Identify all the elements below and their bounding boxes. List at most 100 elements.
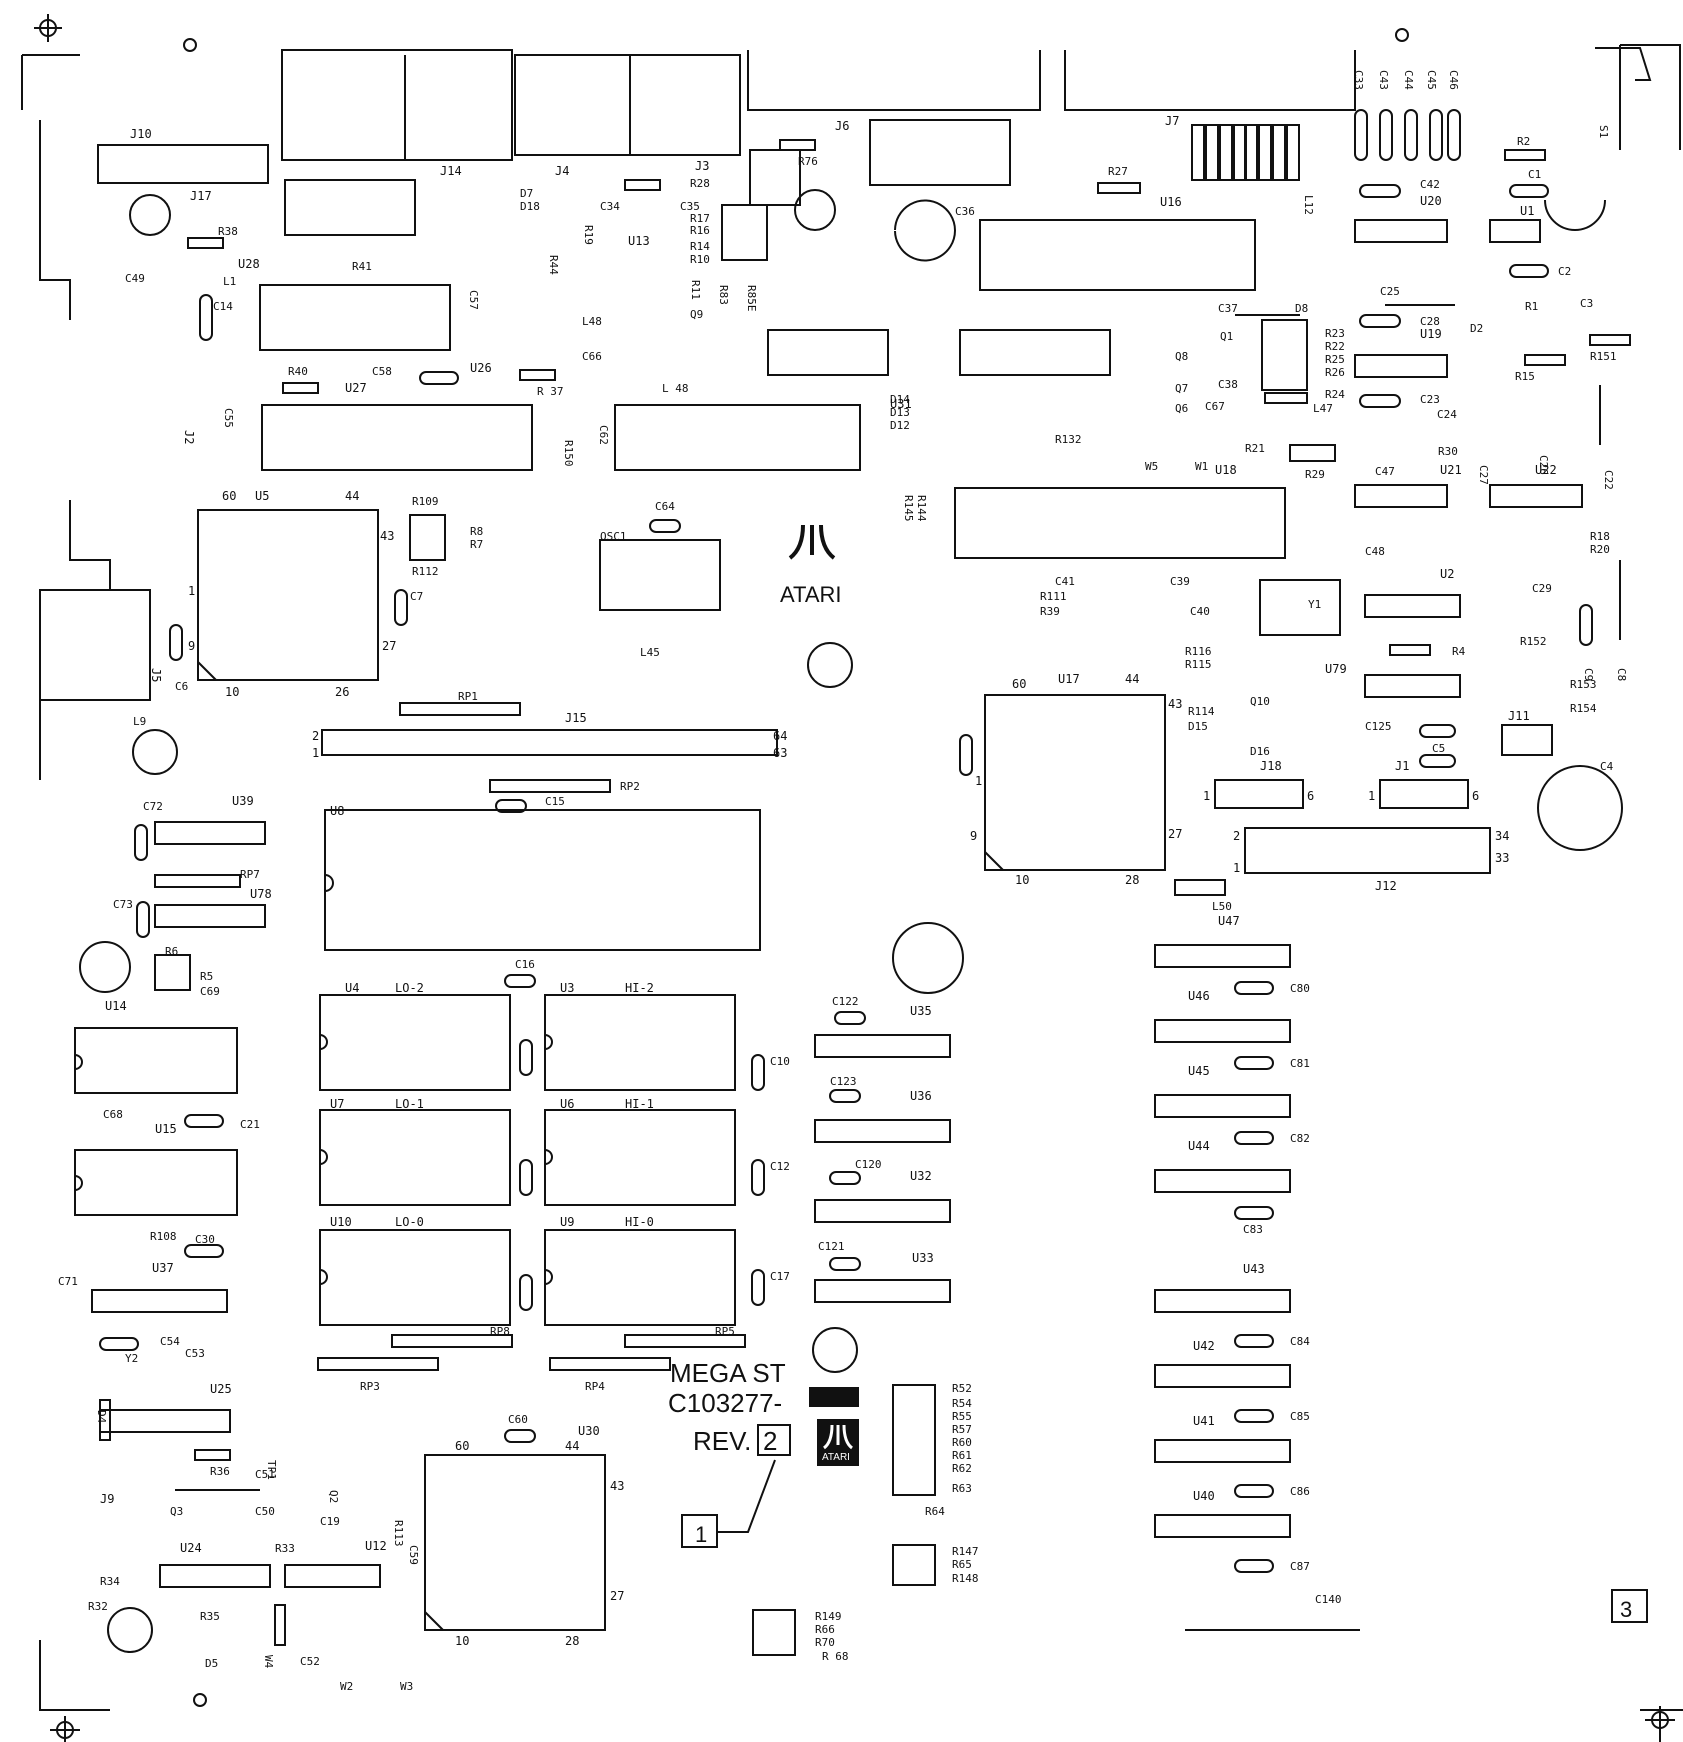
component-label: R23	[1325, 327, 1345, 340]
round-components	[79, 189, 1623, 1653]
component-label: R8	[470, 525, 483, 538]
component-label: D7	[520, 187, 533, 200]
component-label: R151	[1590, 350, 1617, 363]
connector-ref: J17	[190, 189, 212, 203]
component-label: C72	[143, 800, 163, 813]
component-label: R6	[165, 945, 178, 958]
component-label: R154	[1570, 702, 1597, 715]
chip-ref: U12	[365, 1539, 387, 1553]
component-label: C53	[185, 1347, 205, 1360]
switch-S1	[1595, 47, 1652, 81]
component-label: R114	[1188, 705, 1215, 718]
component-label: C22	[1602, 470, 1615, 490]
component-label: C81	[1290, 1057, 1310, 1070]
component-label: R62	[952, 1462, 972, 1475]
component-label: L 48	[662, 382, 689, 395]
part-number: C103277-	[668, 1388, 782, 1418]
component-label: C47	[1375, 465, 1395, 478]
component-label: C7	[410, 590, 423, 603]
component-label: C80	[1290, 982, 1310, 995]
connector-pin: 34	[1495, 829, 1509, 843]
connector-ref: J12	[1375, 879, 1397, 893]
component-label: Y2	[125, 1352, 138, 1365]
component-label: R83	[717, 285, 730, 305]
component-label: R 37	[537, 385, 564, 398]
component-label: R35	[200, 1610, 220, 1623]
component-label: RP8	[490, 1325, 510, 1338]
chip-pin: 26	[335, 685, 349, 699]
chip-pin: 27	[382, 639, 396, 653]
component-label: L12	[1302, 195, 1315, 215]
component-label: C48	[1365, 545, 1385, 558]
component-label: R109	[412, 495, 439, 508]
component-label: C83	[1243, 1223, 1263, 1236]
component-label: C12	[770, 1160, 790, 1173]
component-label: C34	[600, 200, 620, 213]
component-label: D8	[1295, 302, 1308, 315]
component-label: R66	[815, 1623, 835, 1636]
chip-ref: U39	[232, 794, 254, 808]
page-marker: 3	[1620, 1597, 1632, 1622]
connector-ref: J4	[555, 164, 569, 178]
connector-pin: 1	[1368, 789, 1375, 803]
component-label: C122	[832, 995, 859, 1008]
revision-number: 2	[763, 1426, 777, 1456]
chip-pin: 44	[565, 1439, 579, 1453]
connector-ref: J9	[100, 1492, 114, 1506]
component-label: C87	[1290, 1560, 1310, 1573]
component-label: R54	[952, 1397, 972, 1410]
component-label: R15	[1515, 370, 1535, 383]
component-label: R132	[1055, 433, 1082, 446]
component-label: C15	[545, 795, 565, 808]
component-label: OSC1	[600, 530, 627, 543]
component-label: R5	[200, 970, 213, 983]
component-label: C40	[1190, 605, 1210, 618]
component-label: R113	[392, 1520, 405, 1547]
chip-ref: U15	[155, 1122, 177, 1136]
component-label: R22	[1325, 340, 1345, 353]
connector-ref: J15	[565, 711, 587, 725]
component-label: R20	[1590, 543, 1610, 556]
component-label: L1	[223, 275, 236, 288]
component-label: C5	[1432, 742, 1445, 755]
component-label: R152	[1520, 635, 1547, 648]
power-traces	[175, 304, 1621, 1631]
component-label: C35	[680, 200, 700, 213]
component-label: TP1	[265, 1460, 278, 1480]
component-label: C50	[255, 1505, 275, 1518]
component-label: R144	[915, 495, 928, 522]
component-label: C28	[1420, 315, 1440, 328]
connector-ref: J7	[1165, 114, 1179, 128]
component-label: D14	[890, 393, 910, 406]
connector-ref: J5	[149, 668, 163, 682]
chip-ref: U16	[1160, 195, 1182, 209]
component-label: C38	[1218, 378, 1238, 391]
component-label: R147	[952, 1545, 979, 1558]
component-label: RP2	[620, 780, 640, 793]
logo-text: ATARI	[780, 582, 842, 607]
component-label: C86	[1290, 1485, 1310, 1498]
chip-pin: 10	[225, 685, 239, 699]
component-label: R40	[288, 365, 308, 378]
component-label: R32	[88, 1600, 108, 1613]
component-label: C62	[597, 425, 610, 445]
logo-small-text: ATARI	[822, 1452, 850, 1463]
component-label: C123	[830, 1075, 857, 1088]
component-label: R57	[952, 1423, 972, 1436]
component-label: R19	[582, 225, 595, 245]
component-label: R36	[210, 1465, 230, 1478]
component-label: Q7	[1175, 382, 1188, 395]
component-label: C14	[213, 300, 233, 313]
connector-ref: J2	[182, 430, 196, 444]
component-label: C84	[1290, 1335, 1310, 1348]
component-label: R64	[925, 1505, 945, 1518]
chip-ref: U40	[1193, 1489, 1215, 1503]
chip-ref: U1	[1520, 204, 1534, 218]
component-label: C125	[1365, 720, 1392, 733]
chip-ref: U43	[1243, 1262, 1265, 1276]
component-label: L45	[640, 646, 660, 659]
component-label: D15	[1188, 720, 1208, 733]
component-label: C26	[1537, 455, 1550, 475]
connector-J14	[281, 49, 513, 161]
